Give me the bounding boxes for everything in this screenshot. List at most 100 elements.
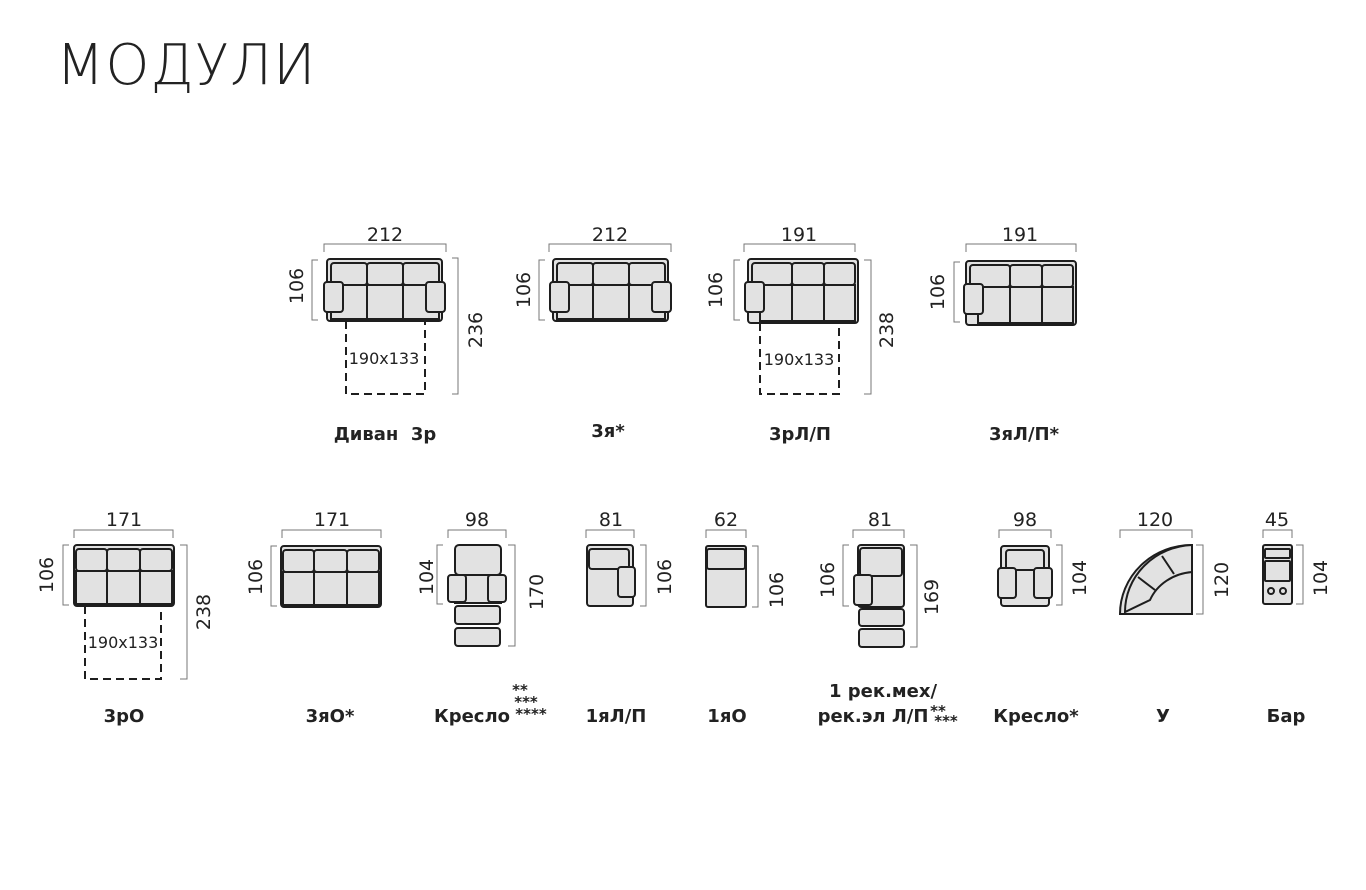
sofa-drawing xyxy=(73,544,175,607)
extended-depth-value: 170 xyxy=(526,574,548,610)
width-dimension: 98 xyxy=(998,509,1052,538)
asterisk-line: ** xyxy=(930,702,946,720)
width-dimension: 171 xyxy=(73,509,174,538)
depth-dimension: 106 xyxy=(705,259,740,321)
width-value: 191 xyxy=(781,224,817,246)
module-3r-l-p: 191 106 238 190x133 3рЛ/П xyxy=(705,224,898,445)
asterisk-line: *** xyxy=(934,712,958,730)
module-label: 3яО* xyxy=(306,706,355,727)
asterisk-line: **** xyxy=(515,705,547,723)
width-value: 120 xyxy=(1137,509,1173,531)
depth-value: 104 xyxy=(1069,560,1091,596)
depth-dimension: 104 xyxy=(1056,544,1091,606)
width-value: 212 xyxy=(367,224,403,246)
depth-dimension: 106 xyxy=(817,544,849,607)
armchair-drawing xyxy=(997,545,1053,607)
asterisk-notes: ** *** **** xyxy=(512,681,547,723)
sofa-drawing xyxy=(705,545,747,608)
extended-depth-dimension: 170 xyxy=(508,544,548,647)
width-value: 212 xyxy=(592,224,628,246)
width-dimension: 212 xyxy=(548,224,672,252)
sofa-drawing xyxy=(323,258,446,322)
module-3ya-l-p: 191 106 3яЛ/П* xyxy=(927,224,1077,445)
module-1ya-l-p: 81 106 1яЛ/П xyxy=(585,509,676,727)
page-title: МОДУЛИ xyxy=(56,33,317,98)
extended-depth-dimension: 238 xyxy=(180,544,215,680)
bed-size: 190x133 xyxy=(349,349,420,368)
width-dimension: 45 xyxy=(1262,509,1293,538)
depth-value: 106 xyxy=(766,572,788,608)
width-value: 98 xyxy=(465,509,489,531)
module-label: Бар xyxy=(1267,706,1306,727)
bed-size: 190x133 xyxy=(764,350,835,369)
module-3r-o: 171 106 238 190x133 3рО xyxy=(36,509,215,727)
bed-size: 190x133 xyxy=(88,633,159,652)
depth-value: 106 xyxy=(927,274,949,310)
depth-dimension: 106 xyxy=(245,545,277,607)
width-dimension: 81 xyxy=(852,509,905,538)
module-bar: 45 104 Бар xyxy=(1262,509,1332,727)
module-label: Кресло* xyxy=(993,706,1079,727)
depth-value: 106 xyxy=(654,559,676,595)
width-value: 171 xyxy=(106,509,142,531)
width-dimension: 62 xyxy=(705,509,747,538)
module-sofa-3r: 212 106 236 190x133 Диван 3р xyxy=(286,224,487,445)
depth-dimension: 120 xyxy=(1196,544,1233,615)
depth-dimension: 106 xyxy=(36,544,69,606)
sofa-drawing xyxy=(280,545,382,608)
module-label: 3я* xyxy=(591,421,625,442)
asterisk-line: ** xyxy=(512,681,528,699)
extended-depth-dimension: 238 xyxy=(864,259,898,395)
depth-value: 104 xyxy=(1310,560,1332,596)
module-label: 3рО xyxy=(104,706,145,727)
depth-value: 106 xyxy=(36,557,58,593)
sofa-drawing xyxy=(744,258,859,324)
extended-depth-value: 238 xyxy=(193,594,215,630)
module-label: 3яЛ/П* xyxy=(989,424,1060,445)
width-dimension: 81 xyxy=(585,509,635,538)
module-label: 1яО xyxy=(707,706,746,727)
module-label: 3рЛ/П xyxy=(769,424,831,445)
width-dimension: 212 xyxy=(323,224,447,252)
extended-depth-dimension: 169 xyxy=(910,544,943,648)
sofa-drawing xyxy=(549,258,672,322)
module-label-line1: 1 рек.мех/ xyxy=(829,681,937,702)
module-armchair: 98 104 Кресло* xyxy=(993,509,1091,727)
depth-dimension: 106 xyxy=(286,259,318,321)
module-corner: 120 120 У xyxy=(1118,509,1233,727)
corner-drawing xyxy=(1118,543,1193,615)
sofa-drawing xyxy=(586,544,636,607)
width-value: 171 xyxy=(314,509,350,531)
bar-drawing xyxy=(1262,544,1293,605)
width-dimension: 191 xyxy=(743,224,856,252)
asterisk-line: *** xyxy=(514,693,538,711)
width-dimension: 98 xyxy=(447,509,507,538)
depth-value: 106 xyxy=(286,268,308,304)
depth-dimension: 106 xyxy=(640,544,676,607)
depth-dimension: 106 xyxy=(513,259,545,321)
depth-value: 106 xyxy=(513,272,535,308)
depth-value: 106 xyxy=(245,559,267,595)
module-armchair-recliner: 98 104 170 Кресло ** *** **** xyxy=(416,509,548,727)
depth-dimension: 106 xyxy=(752,545,788,608)
width-dimension: 120 xyxy=(1119,509,1193,538)
width-dimension: 171 xyxy=(281,509,382,538)
depth-value: 106 xyxy=(817,562,839,598)
width-value: 81 xyxy=(599,509,623,531)
depth-value: 120 xyxy=(1211,562,1233,598)
module-label: Кресло xyxy=(434,706,510,727)
module-1ya-o: 62 106 1яО xyxy=(705,509,788,727)
depth-value: 104 xyxy=(416,559,438,595)
width-value: 191 xyxy=(1002,224,1038,246)
depth-value: 106 xyxy=(705,272,727,308)
module-label: Диван 3р xyxy=(334,424,437,445)
bed-outline: 190x133 xyxy=(759,323,840,395)
module-label-line2: рек.эл Л/П xyxy=(818,706,929,727)
width-value: 98 xyxy=(1013,509,1037,531)
extended-depth-value: 169 xyxy=(921,579,943,615)
depth-dimension: 104 xyxy=(416,544,443,605)
depth-dimension: 104 xyxy=(1296,544,1332,605)
module-3ya: 212 106 3я* xyxy=(513,224,672,442)
asterisk-notes: ** *** xyxy=(930,702,958,730)
